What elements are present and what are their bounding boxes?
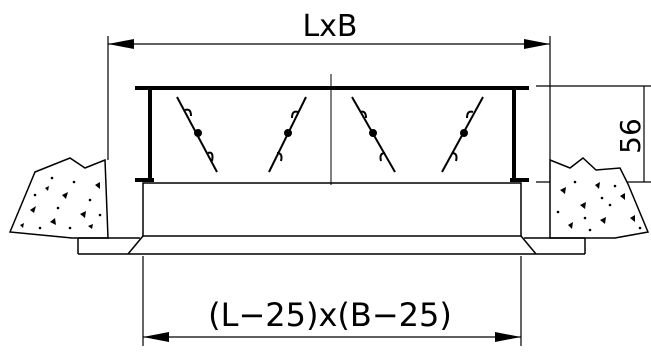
blade-1	[176, 96, 218, 173]
top-dimension: LxB	[107, 9, 551, 160]
left-flange-slope	[127, 235, 144, 255]
right-dimension-label: 56	[614, 118, 647, 154]
grille-frame	[77, 182, 586, 255]
left-concrete-wall	[8, 157, 109, 239]
blade-3	[351, 96, 396, 173]
blade-4	[441, 96, 484, 173]
damper-blades	[176, 96, 484, 173]
right-channel	[510, 86, 529, 182]
bottom-dimension-label: (L−25)x(B−25)	[208, 296, 452, 334]
bottom-dimension: (L−25)x(B−25)	[142, 256, 522, 346]
blade-2	[268, 96, 307, 173]
top-dimension-label: LxB	[302, 9, 357, 44]
damper-frame	[135, 86, 529, 182]
grille-body	[142, 182, 522, 237]
right-flange-slope	[520, 235, 537, 255]
right-concrete-wall	[549, 157, 650, 239]
left-channel	[135, 86, 154, 182]
